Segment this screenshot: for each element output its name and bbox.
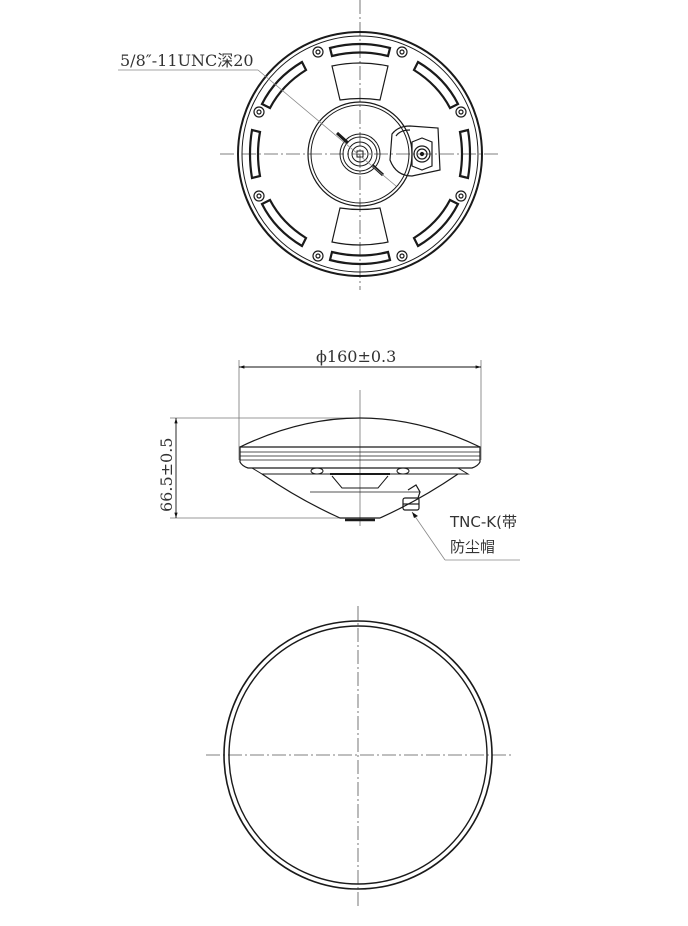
tnc-connector-bottom	[389, 125, 441, 177]
connector-callout: TNC-K(带 防尘帽	[411, 511, 520, 561]
bottom-view	[220, 0, 500, 290]
mounting-screws	[253, 46, 467, 262]
vent-slots	[248, 42, 472, 266]
centerlines	[206, 606, 511, 906]
pads	[331, 62, 389, 246]
tnc-connector-side	[402, 484, 421, 511]
side-view	[170, 360, 482, 526]
thread-callout-text: 5/8″-11UNC深20	[120, 51, 254, 70]
diameter-dimension: ϕ160±0.3	[239, 347, 481, 369]
height-dimension-text: 66.5±0.5	[157, 438, 176, 512]
diameter-dimension-text: ϕ160±0.3	[316, 347, 396, 366]
top-view	[206, 606, 511, 906]
thread-callout: 5/8″-11UNC深20	[118, 51, 397, 187]
height-dimension: 66.5±0.5	[157, 418, 178, 518]
connector-callout-line1: TNC-K(带	[449, 513, 517, 531]
connector-callout-line2: 防尘帽	[450, 538, 495, 556]
centerlines	[220, 0, 500, 290]
